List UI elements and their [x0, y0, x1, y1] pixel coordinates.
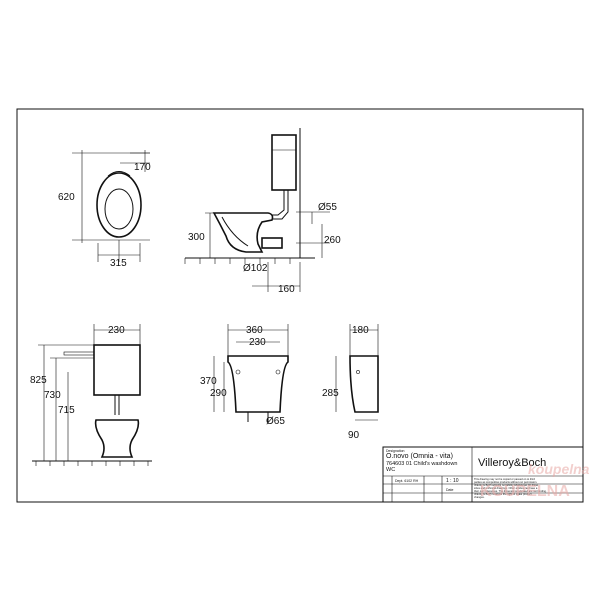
title-block-note-4: sizes and technical drawings. Other arti… — [474, 486, 538, 490]
dim-width-label: 315 — [110, 258, 127, 269]
dim-height-2-label: 730 — [44, 390, 61, 401]
title-block-note-1: This drawing may not be copied or passed… — [474, 477, 536, 481]
watermark: koupelna KOUPELNA — [480, 461, 590, 500]
top-view: 620 170 315 — [58, 150, 151, 269]
cistern-front — [93, 344, 141, 396]
title-block: Designation O.novo (Omnia - vita) 764603… — [382, 446, 584, 503]
bowl-rim-outline — [96, 172, 142, 238]
front-view: 230 825 730 715 — [30, 324, 152, 466]
bowl-front-profile — [94, 419, 140, 458]
dim-cover-depth-label: 180 — [352, 325, 369, 336]
title-block-date: Date — [446, 488, 453, 492]
title-block-scale: 1 : 10 — [446, 478, 459, 484]
dim-cover-side-height-label: 285 — [322, 388, 339, 399]
dim-cover-width-inner-label: 230 — [249, 337, 266, 348]
title-block-product-name: O.novo (Omnia - vita) — [386, 453, 453, 460]
dim-cover-bottom-label: 90 — [348, 430, 360, 441]
cover-front-view: 360 230 370 290 Ø65 — [200, 324, 289, 427]
title-block-product-code: 764603 01 Child's washdown — [386, 461, 457, 467]
cover-side-view: 180 285 90 — [322, 324, 379, 441]
bowl-inner-outline — [104, 188, 134, 230]
cistern-side — [271, 134, 297, 191]
dim-inlet-diameter-label: Ø102 — [243, 263, 268, 274]
dim-outlet-height-label: 260 — [324, 235, 341, 246]
title-block-dept: Dept. 6102 RH — [395, 479, 419, 483]
title-block-note-3: Villeroy & Boch accepts no liability wha… — [474, 483, 539, 487]
dim-seat-height-label: 300 — [188, 232, 205, 243]
dim-outlet-diameter-label: Ø55 — [318, 202, 337, 213]
title-block-designation: Designation — [386, 449, 405, 453]
drawing-frame — [16, 108, 584, 503]
dim-cover-height-outer-label: 370 — [200, 376, 217, 387]
side-view: 300 Ø55 260 Ø102 160 — [184, 128, 341, 295]
title-block-brand: Villeroy&Boch — [478, 457, 546, 469]
title-block-note-7: changes. — [474, 495, 485, 499]
title-block-product-type: WC — [386, 467, 395, 473]
watermark-line-2: KOUPELNA — [480, 483, 570, 500]
dim-cover-pipe-diameter-label: Ø65 — [266, 416, 285, 427]
watermark-line-1: koupelna — [528, 461, 590, 477]
dim-cover-width-outer-label: 360 — [246, 325, 263, 336]
title-block-note-5: their own tolerances. The dimensions ind… — [474, 489, 547, 493]
title-block-note-2: parties as competitive products without … — [474, 480, 537, 484]
dim-depth-label: 170 — [134, 162, 151, 173]
cover-front-outline — [227, 355, 289, 413]
dim-cover-height-inner-label: 290 — [210, 388, 227, 399]
dim-total-height-label: 825 — [30, 375, 47, 386]
dim-length-label: 620 — [58, 192, 75, 203]
title-block-note-6: Villeroy & Boch reserves the right to ma… — [474, 492, 532, 496]
bowl-side-profile — [212, 212, 274, 253]
dim-cistern-width-label: 230 — [108, 325, 125, 336]
dim-height-3-label: 715 — [58, 405, 75, 416]
dim-offset-label: 160 — [278, 284, 295, 295]
cover-side-outline — [349, 355, 379, 413]
